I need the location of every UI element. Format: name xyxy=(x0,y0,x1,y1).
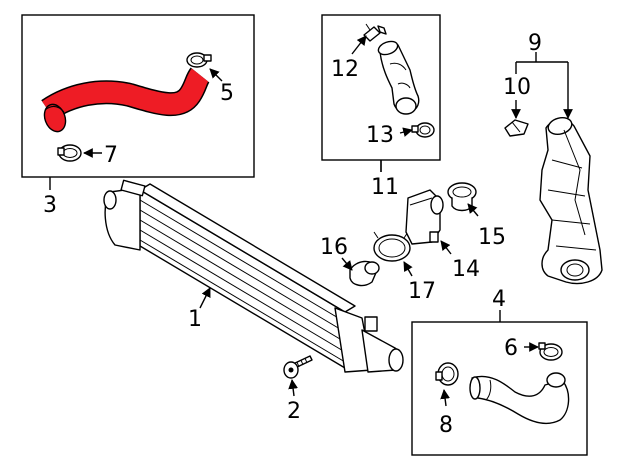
callout-15: 15 xyxy=(478,225,506,250)
bolt-2[interactable] xyxy=(283,355,313,379)
callout-2: 2 xyxy=(287,399,301,424)
callout-17: 17 xyxy=(408,279,436,304)
sensor-12[interactable] xyxy=(363,23,387,42)
seal-15[interactable] xyxy=(447,182,477,212)
intercooler[interactable] xyxy=(103,179,404,373)
callout-1: 1 xyxy=(188,307,202,332)
leader-9 xyxy=(515,52,573,119)
clamp-7[interactable] xyxy=(57,144,82,162)
callout-4: 4 xyxy=(492,287,506,312)
callout-5: 5 xyxy=(220,81,234,106)
group-box-11 xyxy=(321,14,441,172)
callout-13: 13 xyxy=(366,123,394,148)
callout-3: 3 xyxy=(43,193,57,218)
lower-hose[interactable] xyxy=(469,372,570,424)
callout-7: 7 xyxy=(104,143,118,168)
callout-10: 10 xyxy=(503,75,531,100)
air-duct[interactable] xyxy=(377,39,420,115)
callout-8: 8 xyxy=(439,413,453,438)
clamp-8[interactable] xyxy=(435,362,459,386)
callout-14: 14 xyxy=(452,257,480,282)
callout-9: 9 xyxy=(528,31,542,56)
sensor-16[interactable] xyxy=(349,260,380,287)
intake-assembly[interactable] xyxy=(539,115,603,285)
seal-17[interactable] xyxy=(373,231,411,262)
clamp-6[interactable] xyxy=(538,342,563,361)
group-box-4 xyxy=(411,310,588,456)
highlighted-hose[interactable] xyxy=(41,67,210,135)
clamp-5[interactable] xyxy=(186,52,212,68)
callout-11: 11 xyxy=(371,175,399,200)
bracket-10[interactable] xyxy=(504,119,529,137)
callout-12: 12 xyxy=(331,57,359,82)
throttle-14[interactable] xyxy=(405,189,444,245)
group-box-3 xyxy=(21,14,255,190)
callout-16: 16 xyxy=(320,235,348,260)
clamp-13[interactable] xyxy=(411,122,435,138)
callout-6: 6 xyxy=(504,336,518,361)
